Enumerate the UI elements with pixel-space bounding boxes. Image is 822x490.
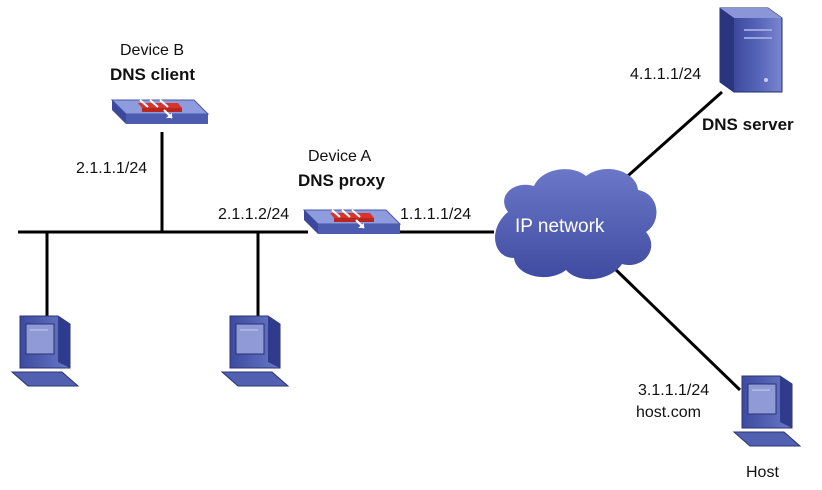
pc-icon bbox=[11, 315, 79, 387]
cloud-icon bbox=[495, 168, 657, 280]
link-cloud-server bbox=[611, 90, 723, 192]
device-a-name: Device A bbox=[308, 148, 372, 165]
device-b-ip: 2.1.1.1/24 bbox=[76, 160, 148, 177]
host-label: Host bbox=[746, 464, 779, 481]
device-a-ip-left: 2.1.1.2/24 bbox=[218, 206, 290, 223]
host-domain: host.com bbox=[636, 404, 701, 421]
server-icon bbox=[719, 7, 783, 93]
router-icon bbox=[111, 99, 209, 125]
pc-icon bbox=[733, 375, 801, 447]
device-a-role: DNS proxy bbox=[298, 171, 385, 190]
link-cloud-host bbox=[610, 264, 742, 392]
device-b-name: Device B bbox=[120, 42, 185, 59]
dns-server-ip: 4.1.1.1/24 bbox=[630, 66, 702, 83]
router-icon bbox=[303, 209, 401, 235]
host-ip: 3.1.1.1/24 bbox=[638, 382, 710, 399]
pc-icon bbox=[221, 315, 289, 387]
links bbox=[18, 90, 742, 392]
dns-server-label: DNS server bbox=[702, 115, 794, 134]
cloud-label: IP network bbox=[515, 216, 605, 237]
device-a-ip-right: 1.1.1.1/24 bbox=[400, 206, 472, 223]
device-b-role: DNS client bbox=[110, 65, 196, 84]
